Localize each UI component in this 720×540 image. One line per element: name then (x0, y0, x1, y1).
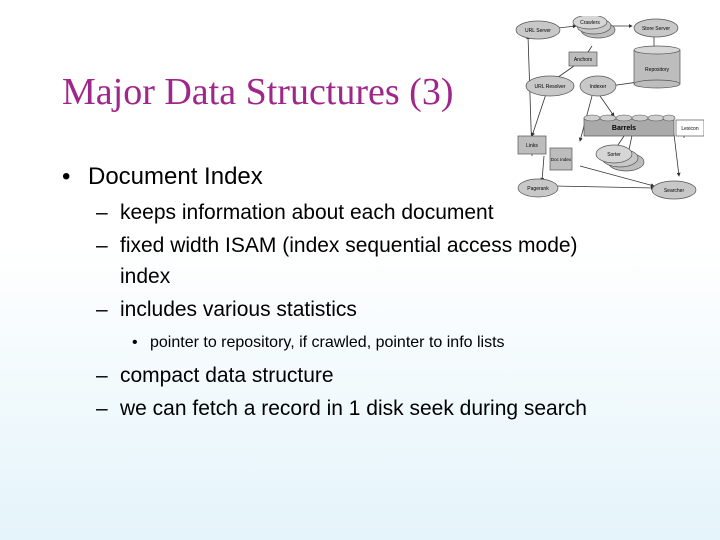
barrel-top (631, 114, 649, 122)
url-server-node (515, 20, 561, 40)
barrel-top (662, 114, 676, 122)
subsubitem-text: pointer to repository, if crawled, point… (150, 334, 505, 351)
url-resolver-node (525, 75, 575, 97)
subitem-text: includes various statistics (120, 298, 357, 321)
pagerank-node (517, 178, 559, 198)
barrel-top (647, 114, 665, 122)
barrels-group: Barrels (583, 114, 676, 137)
repository-label: Repository (645, 67, 669, 73)
sorter-label: Sorter (607, 152, 621, 158)
crawlers-label: Crawlers (580, 20, 600, 26)
dash-marker: – (96, 298, 108, 321)
subitem-text: fixed width ISAM (index sequential acces… (120, 234, 578, 257)
url-resolver-label: URL Resolver (535, 84, 566, 90)
store-server-label: Store Server (642, 26, 670, 32)
url-server-label: URL Server (525, 28, 551, 34)
dash-marker: – (96, 234, 108, 257)
barrel-top (615, 114, 633, 122)
bullet-document-index: • Document Index (62, 163, 263, 191)
barrels-label: Barrels (612, 125, 636, 132)
bullet-text: Document Index (88, 163, 263, 190)
crawlers-node (572, 16, 608, 30)
searcher-node (651, 180, 697, 200)
bullet-marker: • (132, 334, 138, 351)
links-node (517, 135, 547, 155)
architecture-diagram: URL Server Crawlers Store Server Anchors… (514, 16, 704, 208)
indexer-label: Indexer (590, 84, 607, 90)
subitem-text: keeps information about each document (120, 201, 494, 224)
repository-bottom (633, 79, 681, 89)
subitem-text: we can fetch a record in 1 disk seek dur… (120, 397, 587, 420)
dash-marker: – (96, 364, 108, 387)
dash-marker: – (96, 201, 108, 224)
barrel-top (583, 114, 601, 122)
barrel-top (599, 114, 617, 122)
links-label: Links (526, 143, 538, 149)
pagerank-label: Pagerank (527, 186, 549, 192)
bullet-marker: • (62, 163, 71, 190)
subitem-text: compact data structure (120, 364, 334, 387)
store-server-node (633, 18, 679, 38)
slide-title: Major Data Structures (3) (62, 71, 454, 113)
subitem-continuation-text: index (120, 265, 171, 288)
sorter-node (595, 144, 633, 164)
lexicon-node (675, 119, 704, 137)
anchors-label: Anchors (574, 57, 593, 63)
repository-top (633, 45, 681, 55)
lexicon-label: Lexicon (681, 126, 698, 132)
anchors-node (568, 51, 598, 67)
doc-index-label: Doc Index (551, 157, 572, 162)
doc-index-node (549, 147, 573, 171)
searcher-label: Searcher (664, 188, 685, 194)
dash-marker: – (96, 397, 108, 420)
indexer-node (579, 75, 617, 97)
